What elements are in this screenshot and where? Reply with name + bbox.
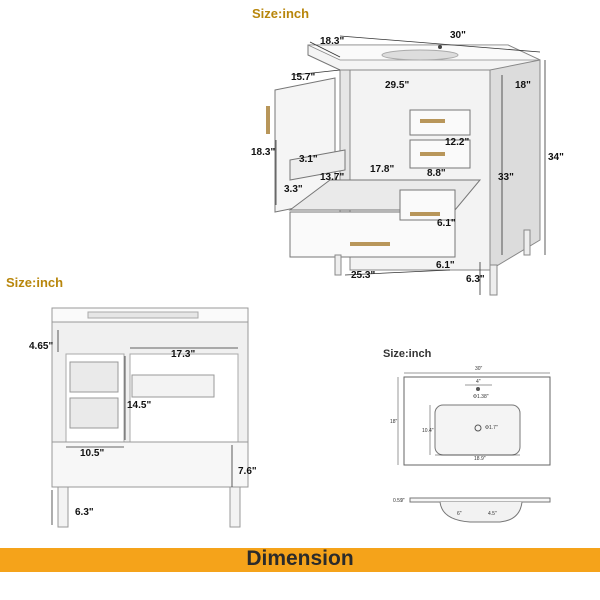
sink-basin: [381, 49, 459, 61]
door-shelf: [289, 149, 346, 181]
dim-inner-width: 29.5": [385, 80, 409, 91]
left-drawer-1: [69, 361, 119, 393]
front-leg-right: [229, 486, 241, 528]
dim-front-leg-h: 6.3": [75, 507, 94, 518]
dim-inner-d2: 17.8": [370, 164, 394, 175]
sink-dim-bowl-inner: 4.5": [488, 511, 497, 517]
dim-base-h: 7.6": [238, 466, 257, 477]
sink-dim-depth: 18": [390, 419, 398, 425]
dim-cab-h: 33": [498, 172, 514, 183]
dimension-banner: [0, 548, 600, 572]
dim-depth-top: 18.3": [320, 36, 344, 47]
right-opening: [129, 353, 239, 443]
leg-back-right: [523, 229, 531, 256]
dim-shelf-h: 14.5": [127, 400, 151, 411]
sink-dim-basin-w: 18.9": [474, 456, 486, 462]
sink-dim-basin-d: 10.4": [422, 428, 434, 434]
left-drawer-2: [69, 397, 119, 429]
dim-total-h: 34": [548, 152, 564, 163]
front-leg-left: [57, 486, 69, 528]
sink-dim-faucet-hole: Φ1.38": [473, 394, 489, 400]
dim-drawer-w: 8.8": [427, 168, 446, 179]
dim-shelf-d: 3.3": [284, 184, 303, 195]
size-title-top: Size:inch: [252, 6, 310, 21]
sink-dim-bowl-depth: 6": [457, 511, 462, 517]
dimension-banner-text: Dimension: [246, 547, 354, 570]
dim-left-w: 10.5": [80, 448, 104, 459]
front-base: [51, 441, 249, 488]
size-title-sink: Size:inch: [383, 348, 432, 360]
dim-drawer-h2: 6.1": [436, 260, 455, 271]
door-handle: [266, 106, 270, 134]
sink-drain: [474, 424, 482, 432]
large-drawer-handle: [350, 242, 390, 246]
dim-open-w: 17.3": [171, 349, 195, 360]
small-drawer-1-handle: [420, 119, 445, 123]
size-title-left: Size:inch: [6, 275, 64, 290]
sink-bowl-profile: [439, 501, 523, 523]
dim-width-top: 30": [450, 30, 466, 41]
dim-small-drawer-h: 12.2": [445, 137, 469, 148]
leg-front-left: [334, 254, 342, 276]
sink-basin-outline: [434, 404, 521, 456]
dim-drawer-h1: 6.1": [437, 218, 456, 229]
dim-door-width: 15.7": [291, 72, 315, 83]
faucet-hole-center: [476, 387, 480, 391]
sink-dim-width: 30": [475, 366, 483, 372]
sink-dim-faucet: 4": [476, 379, 481, 385]
leg-front-right: [489, 264, 498, 296]
sink-dim-drain: Φ1.7": [485, 425, 498, 431]
mid-drawer: [399, 189, 456, 221]
dim-depth-right: 18": [515, 80, 531, 91]
dim-top-h: 4.65": [29, 341, 53, 352]
dim-leg-h: 6.3": [466, 274, 485, 285]
sink-side-slab: [409, 497, 551, 503]
dim-bottom-w: 25.3": [351, 270, 375, 281]
mid-drawer-handle: [410, 212, 440, 216]
dim-shelf-w: 3.1": [299, 154, 318, 165]
dim-door-height: 18.3": [251, 147, 275, 158]
inner-shelf: [131, 374, 215, 398]
sink-slot: [87, 311, 199, 319]
cabinet-right: [489, 59, 541, 271]
sink-dim-thickness: 0.59": [393, 498, 405, 504]
small-drawer-2-handle: [420, 152, 445, 156]
faucet-hole: [438, 45, 442, 49]
dim-inner-d1: 13.7": [320, 172, 344, 183]
